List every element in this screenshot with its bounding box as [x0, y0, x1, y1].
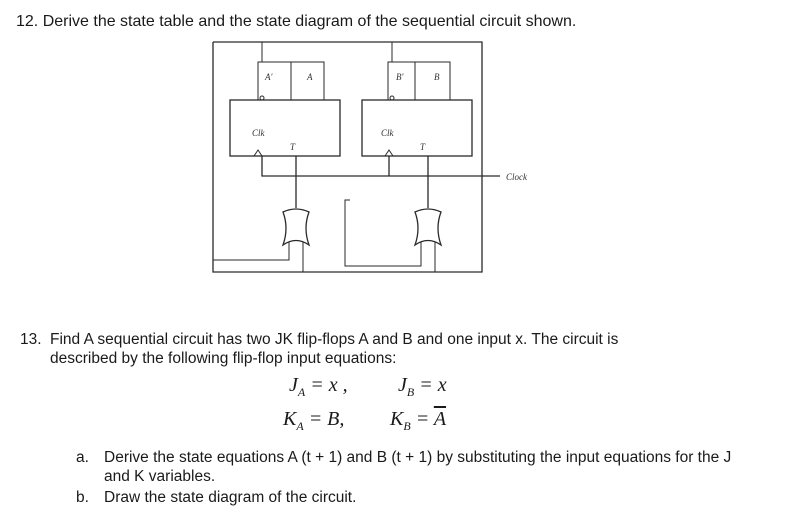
flip-flop-a — [229, 99, 341, 157]
question-13-parts: a.Derive the state equations A (t + 1) a… — [76, 448, 756, 509]
ff-b-output-box — [387, 61, 451, 101]
flip-flop-b — [361, 99, 473, 157]
question-12-title: 12. Derive the state table and the state… — [16, 13, 577, 30]
ff-a-t-label: T — [290, 142, 296, 152]
question-13-number: 13. — [20, 331, 42, 348]
or-gate-b — [413, 208, 443, 247]
question-13-text: 13. Find A sequential circuit has two JK … — [20, 330, 760, 368]
ff-b-t-label: T — [420, 142, 426, 152]
or-gate-a — [281, 208, 311, 247]
question-13-line1: Find A sequential circuit has two JK fli… — [50, 331, 619, 348]
equation-ja: JA = x , — [289, 374, 348, 399]
ff-b-out-left-label: B' — [396, 72, 404, 82]
part-b: b.Draw the state diagram of the circuit. — [76, 489, 357, 506]
equation-jb: JB = x — [398, 374, 447, 399]
clock-wire — [261, 156, 500, 177]
ff-a-out-right-label: A — [306, 72, 313, 82]
question-13-line2: described by the following flip-flop inp… — [50, 350, 397, 367]
equation-kb: KB = A — [390, 408, 447, 433]
clock-label: Clock — [506, 172, 528, 182]
outer-feedback-wire — [212, 41, 483, 273]
ff-a-out-left-label: A' — [264, 72, 273, 82]
part-a: a.Derive the state equations A (t + 1) a… — [76, 449, 732, 485]
equation-ka: KA = B, — [283, 408, 345, 433]
ff-b-out-right-label: B — [434, 72, 440, 82]
ff-a-clk-label: Clk — [252, 128, 266, 138]
ff-b-clk-label: Clk — [381, 128, 395, 138]
